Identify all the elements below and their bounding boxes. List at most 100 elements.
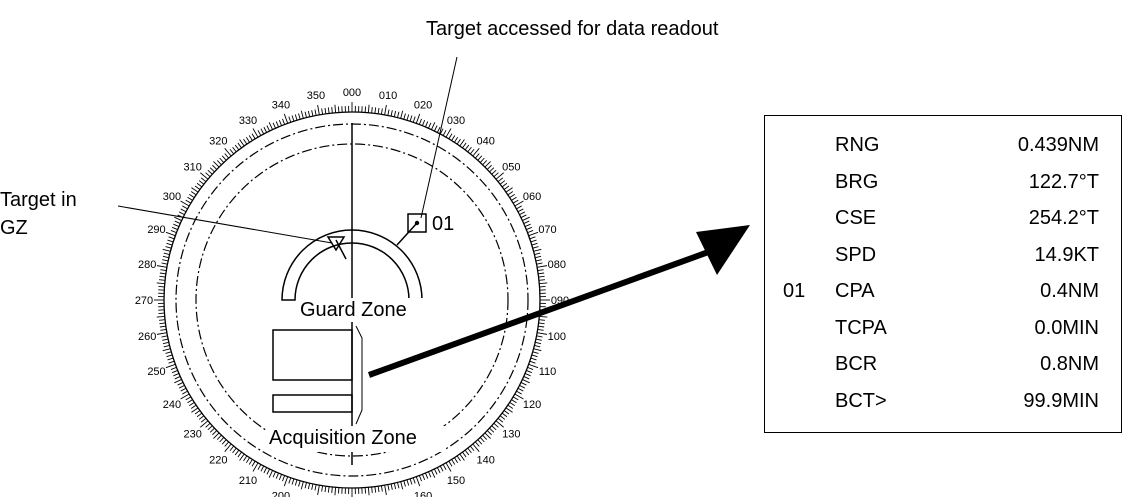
bearing-tick	[229, 148, 235, 155]
bearing-tick	[307, 483, 311, 490]
bearing-tick	[239, 139, 245, 147]
bearing-label: 240	[163, 399, 181, 411]
bearing-tick	[503, 185, 510, 190]
bearing-tick	[451, 459, 456, 465]
bearing-tick	[207, 169, 213, 175]
bearing-tick	[196, 412, 203, 418]
bearing-tick	[159, 325, 166, 328]
bearing-tick	[180, 387, 187, 392]
bearing-tick	[534, 252, 541, 255]
bearing-tick	[516, 205, 522, 210]
bearing-tick	[311, 110, 314, 117]
bearing-tick	[516, 390, 522, 395]
bearing-tick	[495, 172, 504, 180]
bearing-tick	[482, 160, 488, 166]
bearing-tick	[497, 177, 504, 183]
bearing-tick	[464, 144, 470, 151]
bearing-tick	[486, 164, 492, 170]
bearing-tick	[371, 486, 373, 493]
bearing-tick	[533, 348, 542, 352]
bearing-tick	[448, 133, 453, 140]
bearing-tick	[439, 465, 444, 472]
bearing-tick	[278, 474, 282, 481]
acquisition-zone-box-upper	[272, 329, 353, 381]
bearing-label: 300	[163, 191, 181, 203]
bearing-tick	[165, 351, 172, 354]
target-in-gz-vector	[335, 239, 347, 260]
label-acquisition-zone: Acquisition Zone	[269, 427, 417, 449]
bearing-tick	[428, 122, 432, 129]
bearing-tick	[507, 191, 514, 196]
bearing-tick	[304, 482, 307, 489]
bearing-tick	[180, 200, 190, 207]
bearing-tick	[436, 467, 441, 474]
bearing-tick	[524, 223, 531, 227]
readout-value: 0.4NM	[1040, 280, 1099, 302]
bearing-tick	[177, 382, 184, 386]
readout-value: 0.0MIN	[1034, 316, 1099, 339]
bearing-tick	[467, 146, 472, 153]
bearing-tick	[171, 370, 178, 374]
bearing-tick	[445, 462, 452, 472]
bearing-tick	[171, 226, 178, 230]
bearing-tick	[159, 322, 166, 325]
bearing-tick	[213, 432, 220, 439]
bearing-tick	[224, 153, 229, 159]
bearing-tick	[156, 282, 165, 285]
leader-target-accessed	[420, 56, 458, 219]
bearing-tick	[160, 328, 167, 331]
bearing-tick	[489, 427, 495, 433]
bearing-tick	[263, 467, 268, 474]
bearing-tick	[529, 360, 536, 364]
bearing-label: 130	[502, 429, 520, 441]
readout-value: 122.7°T	[1028, 170, 1099, 193]
bearing-tick	[221, 155, 227, 161]
readout-key: TCPA	[835, 316, 887, 339]
bearing-tick	[194, 410, 201, 415]
bearing-tick	[224, 443, 232, 452]
bearing-tick	[165, 363, 176, 369]
bearing-tick	[304, 111, 307, 118]
bearing-tick	[190, 191, 197, 196]
bearing-tick	[161, 335, 168, 338]
bearing-tick	[168, 360, 175, 364]
readout-target-id: 01	[783, 280, 806, 302]
bearing-tick	[334, 487, 337, 496]
bearing-label: 330	[239, 115, 257, 127]
bearing-tick	[538, 319, 545, 321]
label-target-accessed: Target accessed for data readout	[426, 18, 719, 40]
bearing-tick	[442, 130, 447, 136]
bearing-tick	[196, 182, 203, 188]
bearing-label: 020	[414, 100, 432, 112]
bearing-tick	[531, 242, 538, 246]
bearing-tick	[454, 457, 459, 463]
bearing-tick	[462, 142, 467, 149]
bearing-tick	[252, 462, 259, 472]
bearing-tick	[170, 366, 177, 370]
bearing-tick	[397, 111, 400, 118]
bearing-tick	[156, 332, 167, 335]
bearing-tick	[167, 239, 174, 243]
bearing-tick	[239, 453, 245, 461]
bearing-tick	[477, 439, 483, 445]
bearing-tick	[493, 172, 499, 177]
bearing-tick	[456, 455, 461, 462]
bearing-tick	[324, 107, 327, 114]
bearing-tick	[209, 167, 215, 173]
bearing-tick	[243, 138, 248, 145]
bearing-tick	[512, 396, 519, 401]
bearing-tick	[291, 115, 295, 122]
bearing-tick	[531, 354, 538, 358]
bearing-tick	[384, 485, 387, 496]
bearing-label: 050	[502, 161, 520, 173]
readout-value: 0.439NM	[1017, 134, 1099, 156]
bearing-tick	[248, 459, 253, 465]
bearing-label: 320	[209, 136, 227, 148]
bearing-tick	[237, 451, 242, 458]
bearing-tick	[412, 116, 416, 123]
bearing-tick	[532, 246, 539, 249]
bearing-tick	[511, 196, 517, 201]
bearing-tick	[484, 432, 491, 439]
